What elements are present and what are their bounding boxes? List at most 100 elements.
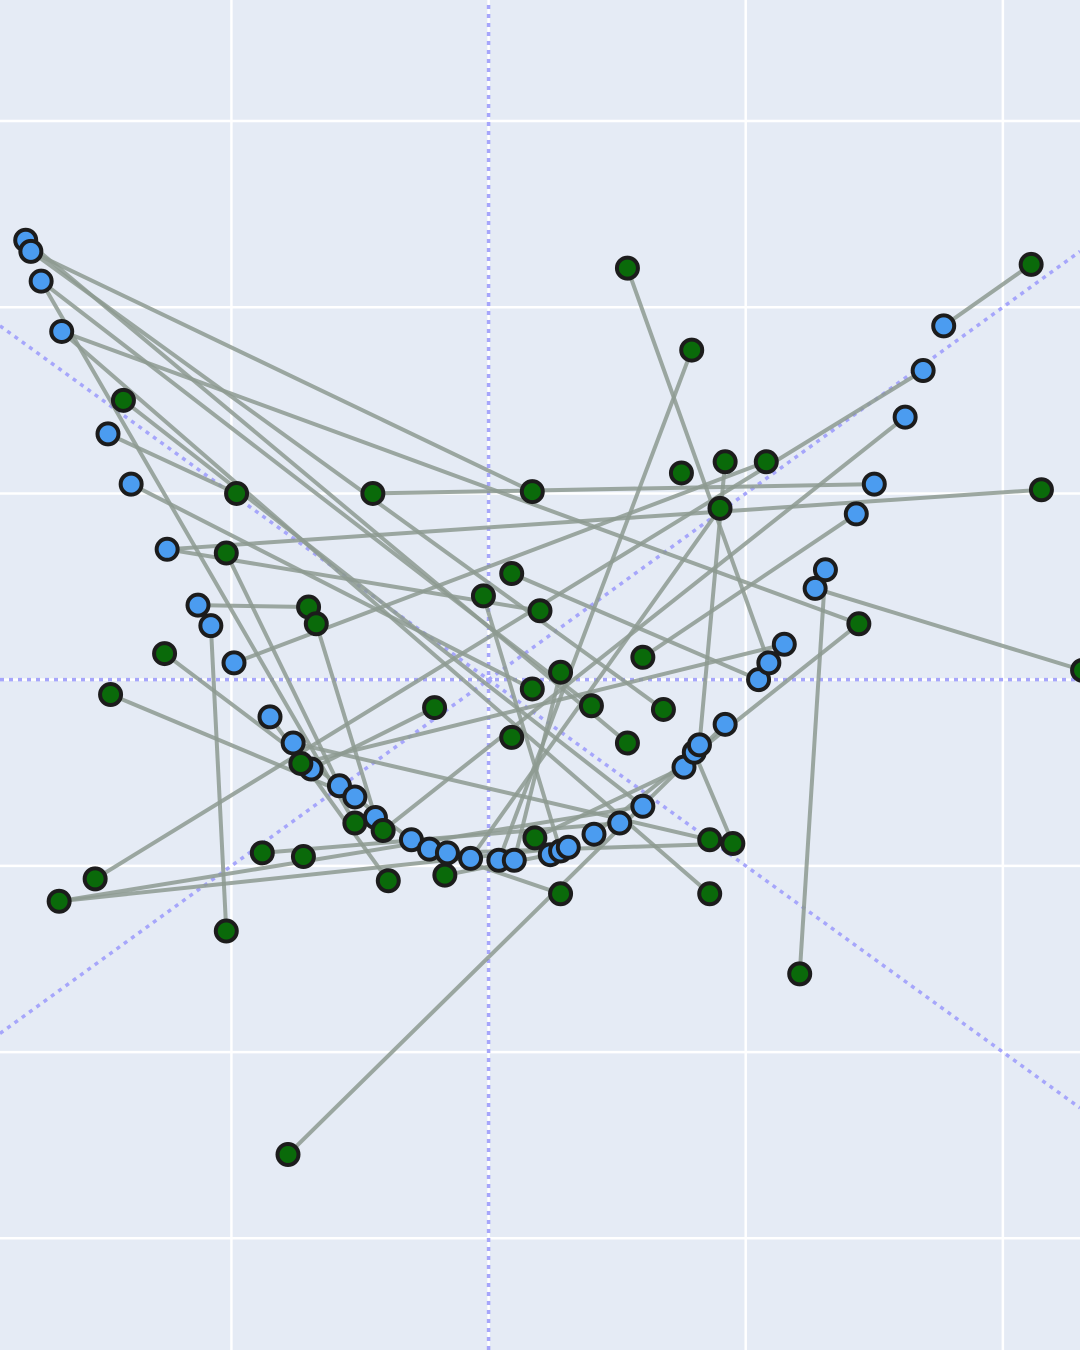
point-blue [18, 238, 44, 264]
point-blue [756, 650, 782, 676]
point-green [1028, 477, 1054, 503]
point-blue [686, 732, 712, 758]
point-blue [280, 730, 306, 756]
link-line [24, 238, 629, 745]
point-green [152, 641, 178, 667]
point-green [213, 918, 239, 944]
link-line [58, 804, 644, 904]
point-green [360, 480, 386, 506]
point-green [213, 540, 239, 566]
link-line [692, 751, 735, 845]
point-green [712, 449, 738, 475]
point-green [668, 460, 694, 486]
point-green [548, 881, 574, 907]
link-line [39, 279, 593, 708]
point-blue [198, 613, 224, 639]
point-green [548, 659, 574, 685]
point-green [753, 449, 779, 475]
data-points [13, 227, 1080, 1167]
point-green [249, 840, 275, 866]
point-green [375, 868, 401, 894]
point-green [224, 480, 250, 506]
link-line [286, 722, 727, 1156]
link-line [208, 625, 229, 932]
link-line [625, 267, 771, 664]
reference-line-diagonal [0, 249, 1080, 1035]
point-blue [342, 784, 368, 810]
point-blue [812, 557, 838, 583]
link-line [122, 398, 645, 808]
point-blue [931, 313, 957, 339]
point-green [98, 682, 124, 708]
link-line [94, 368, 925, 881]
point-green [499, 724, 525, 750]
point-blue [910, 358, 936, 384]
point-green [499, 561, 525, 587]
point-green [370, 817, 396, 843]
point-blue [154, 536, 180, 562]
point-green [787, 961, 813, 987]
point-green [290, 844, 316, 870]
link-line [496, 349, 694, 861]
link-line [372, 482, 875, 496]
point-green [697, 881, 723, 907]
link-line [107, 432, 238, 496]
point-green [846, 611, 872, 637]
point-blue [49, 318, 75, 344]
link-line [130, 482, 534, 691]
point-blue [712, 711, 738, 737]
link-line [310, 705, 436, 771]
link-line [292, 741, 711, 842]
link-line [814, 586, 1080, 672]
link-line [533, 765, 685, 840]
link-line [468, 507, 722, 860]
link-line [942, 262, 1033, 328]
point-blue [185, 592, 211, 618]
point-blue [607, 810, 633, 836]
point-blue [257, 704, 283, 730]
link-line [512, 671, 563, 861]
link-line [797, 569, 828, 974]
point-green [46, 888, 72, 914]
point-green [697, 827, 723, 853]
point-green [614, 730, 640, 756]
point-blue [843, 501, 869, 527]
link-line [481, 595, 563, 852]
link-line [29, 249, 665, 712]
point-green [630, 644, 656, 670]
point-green [275, 1141, 301, 1167]
point-blue [118, 471, 144, 497]
point-blue [28, 268, 54, 294]
point-blue [861, 471, 887, 497]
point-green [614, 255, 640, 281]
link-line [167, 487, 1042, 552]
point-blue [802, 575, 828, 601]
point-blue [95, 421, 121, 447]
point-blue [555, 834, 581, 860]
point-green [650, 696, 676, 722]
point-green [110, 387, 136, 413]
point-green [519, 676, 545, 702]
point-green [432, 862, 458, 888]
point-blue [892, 404, 918, 430]
point-green [720, 831, 746, 857]
link-line [61, 329, 860, 626]
point-green [519, 479, 545, 505]
link-line [314, 623, 378, 819]
link-line [29, 249, 534, 494]
point-green [1070, 658, 1080, 683]
link-line [224, 552, 342, 787]
point-green [527, 598, 553, 624]
point-green [1018, 251, 1044, 277]
point-blue [501, 847, 527, 873]
point-green [422, 695, 448, 721]
point-green [578, 693, 604, 719]
reference-line-diagonal [0, 324, 1080, 1110]
link-line [381, 415, 907, 833]
point-green [470, 583, 496, 609]
point-blue [458, 845, 484, 871]
point-green [342, 810, 368, 836]
point-blue [221, 650, 247, 676]
